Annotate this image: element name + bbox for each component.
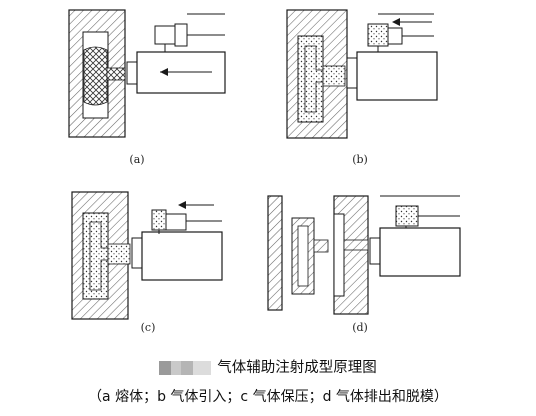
flow-arrow-head [160,68,168,76]
gas-unit [151,209,167,231]
gas-unit [367,23,389,47]
mold-half-left [267,195,283,311]
sprue-channel [343,239,369,251]
gas-unit [395,205,419,227]
panel-label: (b) [352,153,368,166]
watermark-blur [159,361,212,375]
panel-d: (d) [267,195,461,334]
injection-nozzle [369,237,381,265]
sprue-channel [322,65,346,87]
gas-valve [165,213,187,231]
gas-unit [154,25,176,45]
gas-arrow-head [178,201,186,209]
sprue-channel [106,67,126,81]
sprue-channel [107,243,131,265]
molded-part-core [297,225,309,287]
panel-label: (a) [129,153,144,166]
panel-label: (c) [141,321,156,334]
caption-title-text: 气体辅助注射成型原理图 [217,360,377,376]
injection-barrel [356,51,438,101]
mold-cavity-face [333,213,345,297]
injection-nozzle [346,57,358,89]
panel-b: (b) [286,9,438,166]
figure-caption-description: （a 熔体；b 气体引入；c 气体保压；d 气体排出和脱模） [88,389,448,405]
mold-cavity [82,212,109,300]
gas-arrow-head [392,18,400,26]
injection-barrel [141,231,223,281]
panel-a: (a) [68,9,226,166]
figure-caption-title: 气体辅助注射成型原理图 [0,356,536,377]
injection-barrel [379,227,461,277]
gas-valve [387,27,403,45]
mold-cavity [297,35,324,123]
injection-nozzle [131,237,143,269]
melt-fill [83,46,108,106]
injection-nozzle [126,61,138,85]
panel-c: (c) [71,191,223,334]
molded-part-sprue [313,239,329,253]
gas-valve [174,23,188,47]
panel-label: (d) [352,321,368,334]
